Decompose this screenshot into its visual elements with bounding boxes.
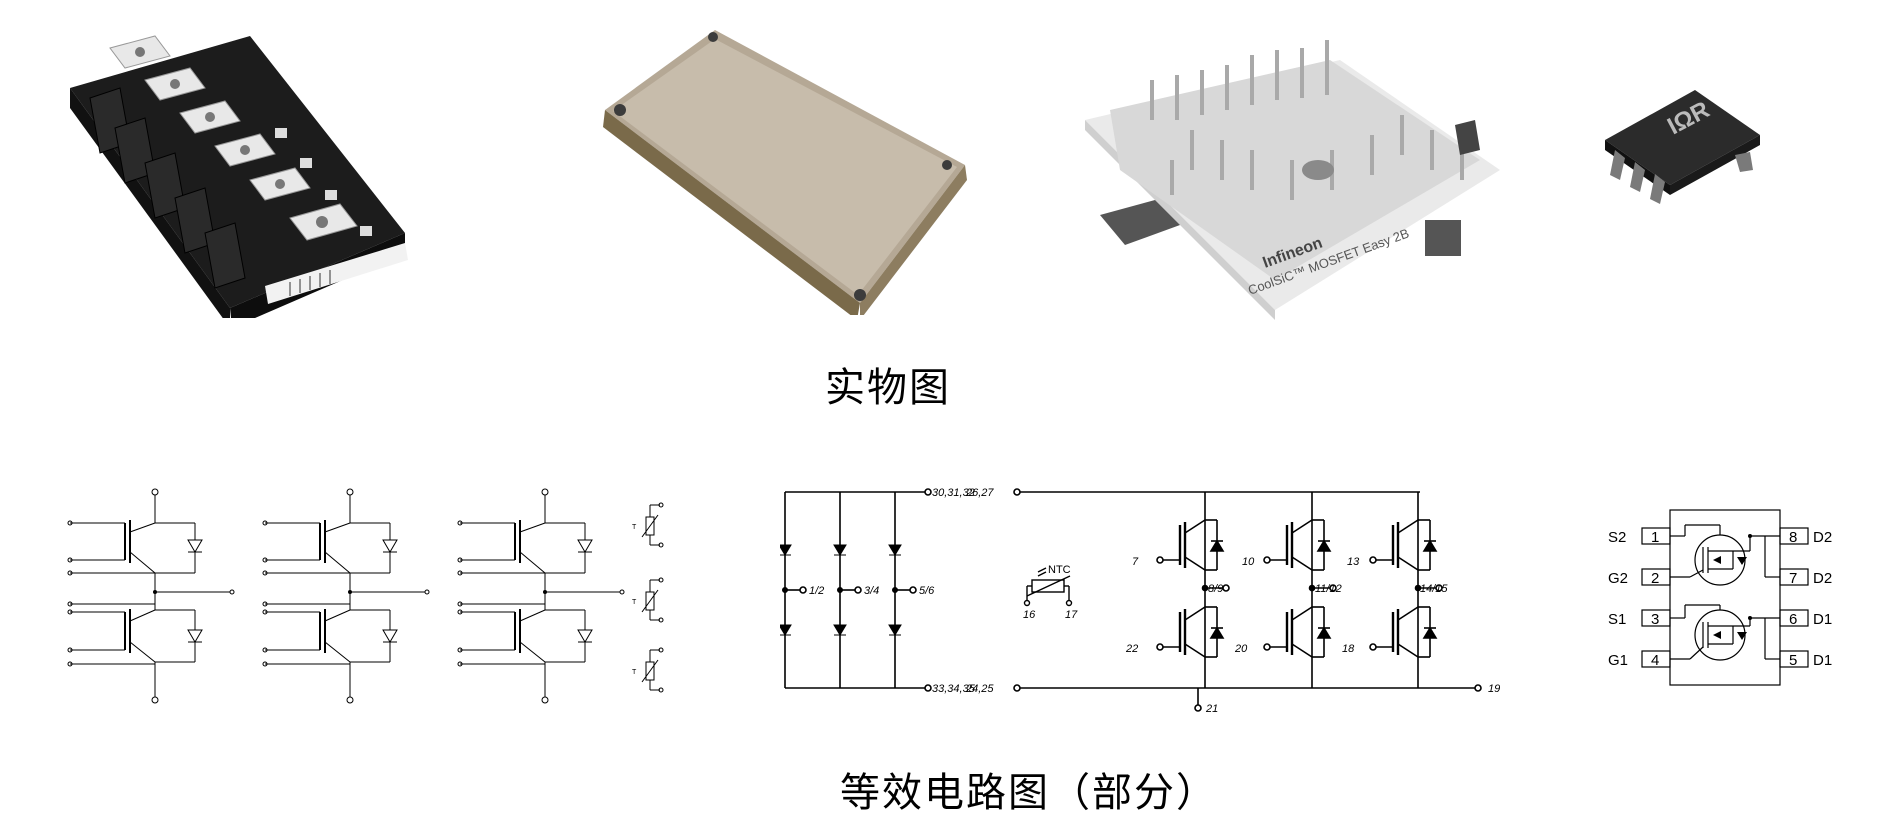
brake-terminal: 19: [1488, 683, 1500, 695]
ntc-1: [631, 502, 664, 548]
pin-label-d2a: D2: [1813, 529, 1832, 546]
ntc-3: [631, 647, 664, 693]
gate-top-2: 10: [1242, 556, 1255, 568]
metal-lid-module-photo: [603, 30, 967, 315]
pin-num-2: 2: [1651, 570, 1659, 587]
emitter-terminal: 21: [1205, 703, 1218, 715]
gate-top-1: 7: [1132, 556, 1139, 568]
easy-module-photo: Infineon CoolSiC™ MOSFET Easy 2B: [1085, 40, 1500, 320]
half-bridge-2: [262, 488, 430, 704]
ac-in-2: 3/4: [864, 585, 879, 597]
pin-label-g1: G1: [1608, 652, 1628, 669]
pin-label-d2b: D2: [1813, 570, 1832, 587]
gate-bot-3: 18: [1342, 643, 1355, 655]
ntc-2: [631, 577, 664, 623]
pin-label-g2: G2: [1608, 570, 1628, 587]
ac-in-3: 5/6: [919, 585, 935, 597]
phase-out-3: 14/15: [1420, 583, 1448, 595]
dual-mosfet-schematic: S2 1 G2 2 S1 3 G1 4 8 D2 7 D2 6 D1 5 D1: [1608, 509, 1832, 686]
pin-num-8: 8: [1789, 529, 1797, 546]
pin-num-5: 5: [1789, 652, 1797, 669]
gate-top-3: 13: [1347, 556, 1360, 568]
ac-in-1: 1/2: [809, 585, 824, 597]
dc-plus-terminal: 30,31,32: [932, 487, 975, 499]
ntc-terminal-b: 17: [1065, 609, 1078, 621]
bus-plus-terminal: 26,27: [965, 487, 994, 499]
pin-label-s1: S1: [1608, 611, 1626, 628]
dc-minus-terminal: 33,34,35: [932, 683, 976, 695]
pin-num-1: 1: [1651, 529, 1659, 546]
pin-label-d1a: D1: [1813, 611, 1832, 628]
half-bridge-schematics: T: [67, 488, 664, 704]
pin-num-3: 3: [1651, 611, 1659, 628]
pin-num-4: 4: [1651, 652, 1659, 669]
pim-schematic: 30,31,32 33,34,35 1/2 3/4 5/6 26,27 24,2…: [780, 487, 1500, 715]
gate-bot-1: 22: [1125, 643, 1138, 655]
half-bridge-1: [67, 488, 235, 704]
bus-minus-terminal: 24,25: [965, 683, 994, 695]
half-bridge-3: [457, 488, 625, 704]
gate-bot-2: 20: [1234, 643, 1248, 655]
pin-label-s2: S2: [1608, 529, 1626, 546]
photos-caption: 实物图: [825, 365, 951, 411]
pin-num-7: 7: [1789, 570, 1797, 587]
phase-out-1: 8/9: [1208, 583, 1223, 595]
pin-num-6: 6: [1789, 611, 1797, 628]
ntc-terminal-a: 16: [1023, 609, 1036, 621]
igbt-module-photo: [70, 35, 408, 318]
pin-label-d1b: D1: [1813, 652, 1832, 669]
circuits-caption: 等效电路图（部分）: [840, 770, 1218, 816]
smd-package-photo: IΩR: [1605, 90, 1760, 204]
phase-out-2: 11/12: [1315, 583, 1342, 595]
ntc-label: NTC: [1048, 564, 1071, 576]
